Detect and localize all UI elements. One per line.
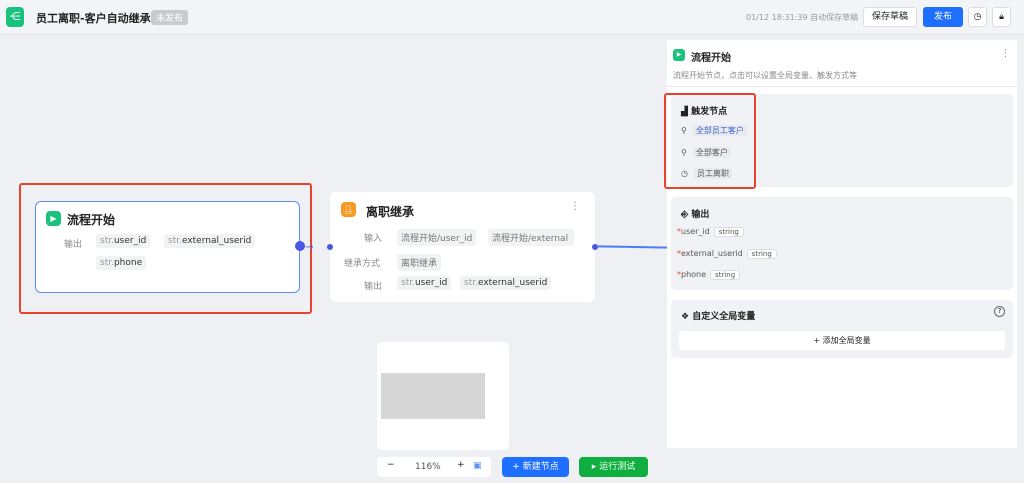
user-icon: ⚲: [681, 148, 687, 157]
trigger-title: ▟ 触发节点: [681, 107, 728, 117]
add-global-variable-button[interactable]: + 添加全局变量: [679, 331, 1005, 350]
output-tag: str.user_id: [96, 234, 151, 248]
trigger-item[interactable]: ⚲全部客户: [681, 147, 731, 158]
app-logo-icon: ⋲: [6, 7, 24, 27]
properties-panel: ▶ 流程开始 ⋮ 流程开始节点，点击可以设置全局变量、触发方式等 ▟ 触发节点 …: [664, 40, 1017, 448]
output-label: 输出: [64, 240, 83, 250]
output-tag: str.external_userid: [164, 234, 256, 248]
global-variables-section: ❖ 自定义全局变量 ? + 添加全局变量: [671, 300, 1013, 358]
divider: [667, 86, 1017, 87]
output-tag: str.external_userid: [460, 276, 552, 290]
trigger-item[interactable]: ◷员工离职: [681, 168, 732, 179]
top-bar: ⋲ 员工离职-客户自动继承 未发布 01/12 18:31:39 自动保存草稿 …: [0, 0, 1024, 35]
autosave-text: 01/12 18:31:39 自动保存草稿: [746, 13, 859, 22]
trigger-section: ▟ 触发节点 ⚲全部员工客户 ⚲全部客户 ◷员工离职: [671, 94, 1013, 187]
output-icon: ⎆: [681, 210, 692, 220]
output-label: 输出: [364, 282, 383, 292]
inherit-node[interactable]: 👤︎ 离职继承 ⋮ 输入 流程开始/user_id 流程开始/external …: [330, 192, 595, 302]
input-tag: 流程开始/external: [488, 229, 574, 246]
history-clock-icon[interactable]: ◷: [968, 7, 987, 27]
fit-view-icon[interactable]: ▣: [473, 461, 482, 471]
minimap-viewport[interactable]: [381, 373, 485, 419]
zoom-in-button[interactable]: +: [457, 460, 465, 470]
highlight-box-trigger: [664, 93, 756, 189]
plus-icon: +: [813, 336, 823, 345]
input-tag: 流程开始/user_id: [397, 229, 477, 246]
play-icon: ▸: [591, 462, 600, 472]
new-node-button[interactable]: + 新建节点: [502, 457, 569, 477]
user-transfer-icon: 👤︎: [341, 202, 356, 217]
play-icon: ▶: [673, 49, 685, 61]
output-tag: str.user_id: [397, 276, 452, 290]
status-badge: 未发布: [151, 10, 189, 25]
lock-icon[interactable]: 🔒︎: [992, 7, 1011, 27]
globals-title: ❖ 自定义全局变量: [681, 312, 756, 322]
label: 新建节点: [522, 462, 559, 472]
output-port[interactable]: [592, 244, 598, 250]
trigger-item[interactable]: ⚲全部员工客户: [681, 125, 747, 136]
input-port[interactable]: [327, 244, 333, 250]
zoom-level: 116%: [415, 462, 441, 472]
edge-arrow: →: [305, 242, 314, 253]
edge-line: [597, 245, 669, 249]
zoom-control: − 116% + ▣: [377, 457, 491, 477]
more-icon[interactable]: ⋮: [570, 201, 580, 212]
clock-icon: ◷: [681, 169, 688, 178]
chart-icon: ▟: [681, 107, 692, 117]
save-draft-button[interactable]: 保存草稿: [863, 7, 917, 27]
mode-label: 继承方式: [344, 259, 381, 269]
panel-title: 流程开始: [691, 53, 731, 64]
input-label: 输入: [364, 234, 383, 244]
output-port[interactable]: [295, 241, 305, 251]
label: 运行测试: [599, 462, 636, 472]
node-title: 流程开始: [67, 213, 116, 227]
minimap[interactable]: [377, 342, 509, 450]
start-node[interactable]: ▶ 流程开始 输出 str.user_id str.external_useri…: [35, 201, 300, 293]
flow-title: 员工离职-客户自动继承: [36, 12, 151, 25]
diamond-icon: ❖: [681, 312, 693, 322]
output-tag: str.phone: [96, 256, 147, 270]
more-icon[interactable]: ⋮: [1001, 49, 1010, 59]
publish-button[interactable]: 发布: [923, 7, 963, 27]
help-icon[interactable]: ?: [994, 306, 1005, 317]
run-test-button[interactable]: ▸ 运行测试: [579, 457, 648, 477]
panel-description: 流程开始节点，点击可以设置全局变量、触发方式等: [673, 71, 857, 80]
mode-tag: 离职继承: [397, 254, 442, 271]
user-icon: ⚲: [681, 126, 687, 135]
play-icon: ▶: [46, 211, 61, 226]
zoom-out-button[interactable]: −: [387, 460, 395, 470]
highlight-box-start-node: [19, 183, 312, 314]
node-title: 离职继承: [366, 205, 415, 219]
plus-icon: +: [512, 462, 523, 472]
output-title: ⎆ 输出: [681, 210, 710, 220]
